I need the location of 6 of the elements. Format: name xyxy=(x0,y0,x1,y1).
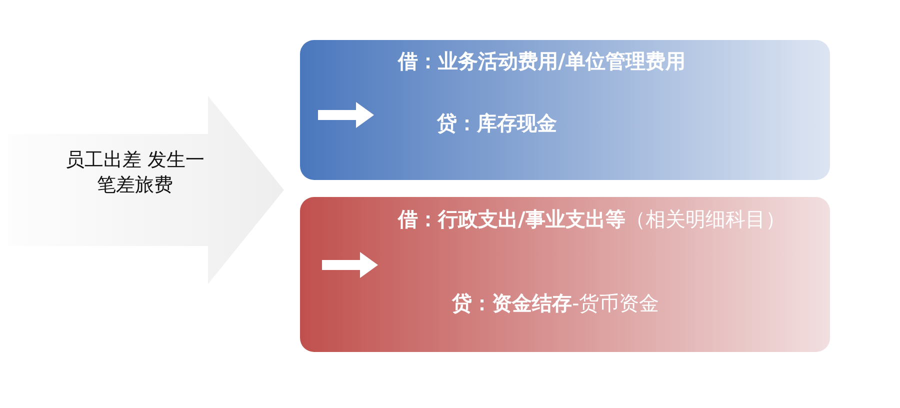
credit-entry: 贷：资金结存-货币资金 xyxy=(452,290,660,317)
node-text: 员工出差 发生一笔差旅费 xyxy=(64,148,206,198)
debit-entry: 借：业务活动费用/单位管理费用 xyxy=(398,48,686,75)
account-box xyxy=(300,197,830,352)
account-box xyxy=(300,40,830,180)
credit-entry: 贷：库存现金 xyxy=(437,110,558,137)
